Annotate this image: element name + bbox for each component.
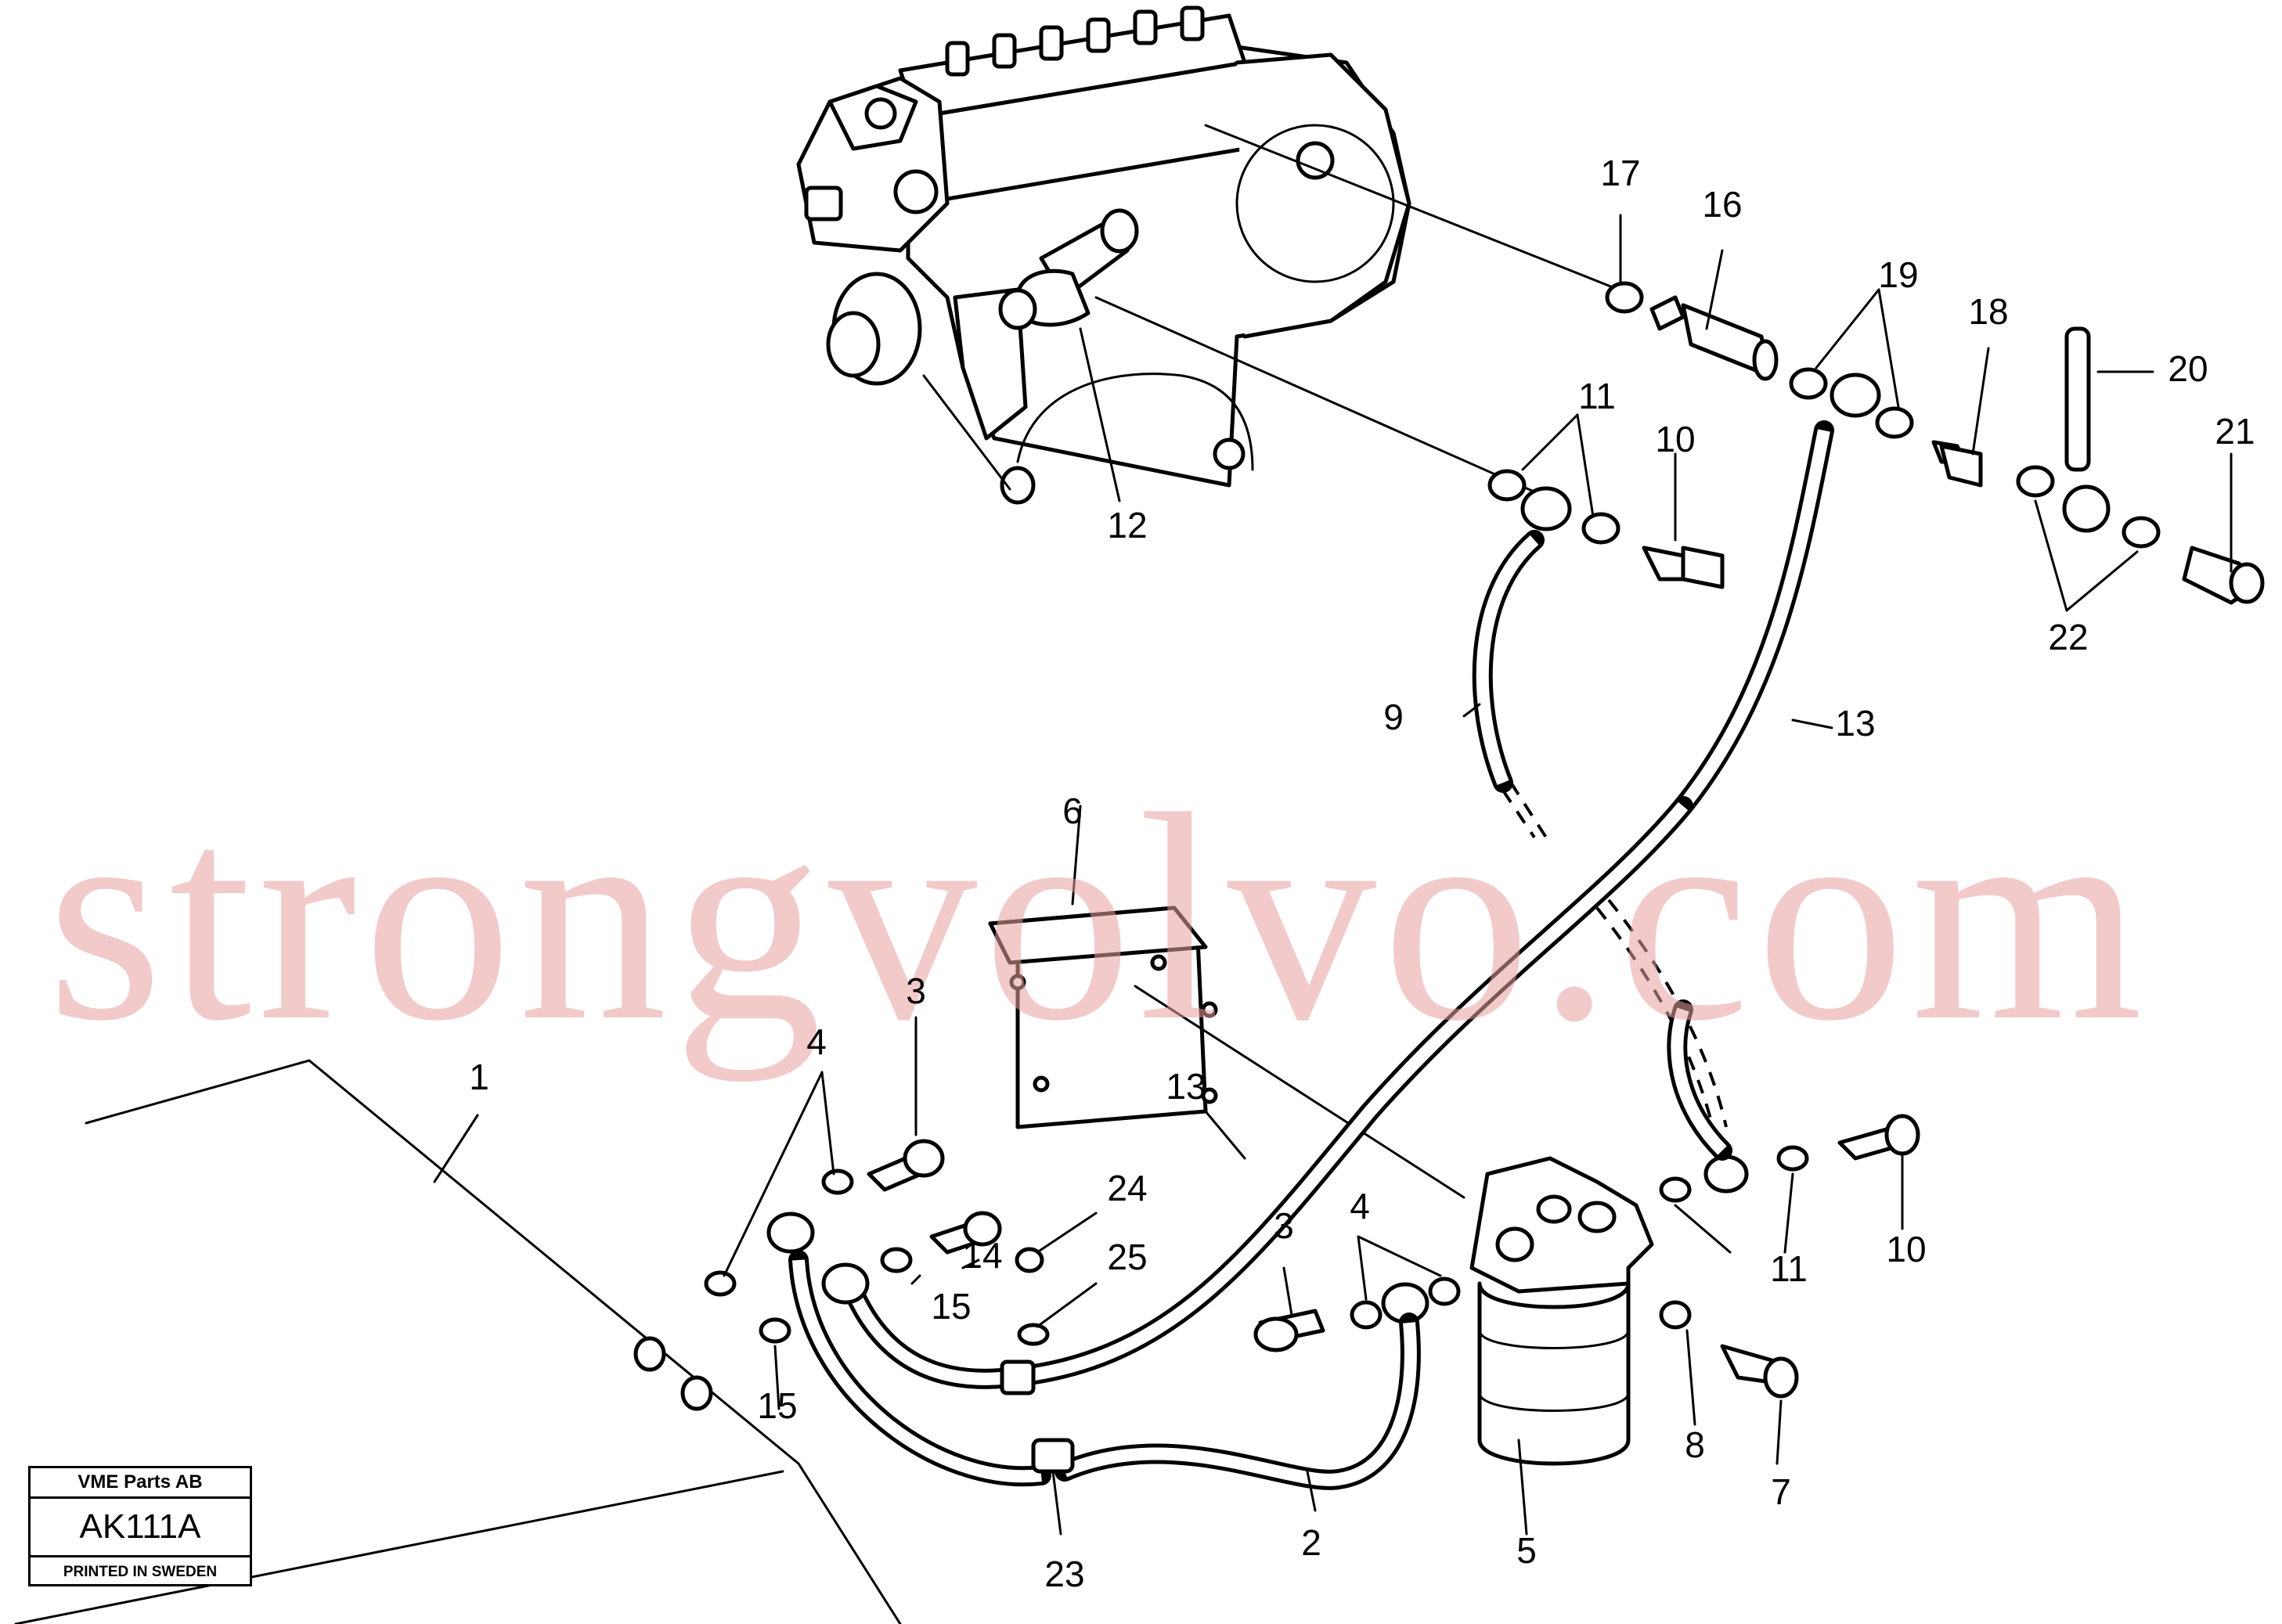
callout-25: 25 [1107, 1237, 1147, 1277]
callout-5: 5 [1516, 1530, 1537, 1571]
return-fittings [1605, 214, 2265, 612]
callout-4-filter: 4 [1350, 1186, 1370, 1226]
callout-17: 17 [1600, 153, 1640, 193]
callout-24: 24 [1107, 1168, 1147, 1208]
callout-22: 22 [2048, 617, 2088, 657]
watermark-text: strongvolvo.com [47, 753, 2149, 1082]
callout-12: 12 [1107, 505, 1147, 546]
callout-11-lower: 11 [1770, 1248, 1808, 1289]
callout-23: 23 [1044, 1554, 1084, 1594]
callout-8: 8 [1685, 1424, 1705, 1465]
callout-19: 19 [1878, 254, 1918, 295]
document-stamp: VME Parts AB AK111A PRINTED IN SWEDEN [28, 1466, 252, 1586]
injection-pump [796, 5, 1630, 505]
callout-1: 1 [469, 1057, 489, 1097]
callout-13-upper: 13 [1835, 703, 1875, 744]
callout-10-lower: 10 [1886, 1229, 1926, 1269]
cab-panel [14, 1059, 902, 1624]
stamp-printed: PRINTED IN SWEDEN [63, 1564, 218, 1580]
left-fittings [704, 1016, 1098, 1410]
callout-4-left: 4 [806, 1021, 827, 1062]
callout-10-upper: 10 [1655, 419, 1695, 459]
callout-3-left: 3 [906, 970, 926, 1011]
upper-hoses [1462, 413, 1834, 1136]
callout-20: 20 [2168, 348, 2208, 389]
callout-9: 9 [1383, 697, 1404, 737]
callout-13-lower: 13 [1166, 1066, 1206, 1107]
callout-2: 2 [1301, 1522, 1321, 1563]
callout-21: 21 [2215, 411, 2255, 452]
callout-labels: 1 2 3 3 4 4 5 6 7 8 9 10 10 11 11 12 13 … [469, 153, 2255, 1594]
pump-outlets [945, 5, 1205, 77]
callout-16: 16 [1702, 184, 1742, 225]
filter-fittings [1253, 999, 1920, 1465]
callout-3-filter: 3 [1274, 1205, 1294, 1246]
callout-6: 6 [1062, 790, 1083, 831]
stamp-code: AK111A [31, 1499, 250, 1557]
callout-18: 18 [1968, 291, 2008, 332]
callout-11-upper: 11 [1578, 376, 1616, 416]
callout-14: 14 [962, 1235, 1002, 1276]
callout-7: 7 [1771, 1471, 1791, 1512]
callout-15-upper: 15 [931, 1286, 971, 1327]
callout-15-lower: 15 [757, 1385, 797, 1426]
lower-hoses [788, 796, 1693, 1536]
stamp-company: VME Parts AB [31, 1468, 250, 1499]
hand-primer [998, 208, 1139, 330]
fuel-filter [1469, 1156, 1654, 1536]
